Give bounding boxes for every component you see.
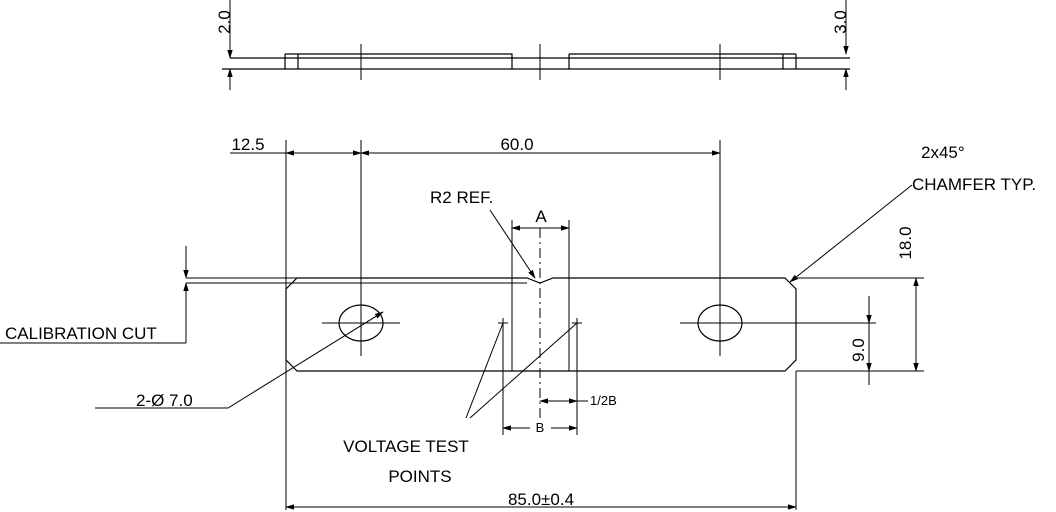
voltage-leader-a <box>465 322 504 419</box>
calibration-cut-line <box>186 277 527 284</box>
voltage-label-line1: VOLTAGE TEST <box>343 437 469 456</box>
dim-9-0-label: 9.0 <box>849 338 868 362</box>
chamfer-size-label: 2x45° <box>921 143 965 162</box>
dim-60-0-label: 60.0 <box>500 135 533 154</box>
voltage-label-line2: POINTS <box>388 467 451 486</box>
dim-12-5-label: 12.5 <box>231 135 264 154</box>
chamfer-note-label: CHAMFER TYP. <box>912 175 1036 194</box>
hole-centerlines <box>322 290 876 356</box>
dim-a-label: A <box>535 207 547 226</box>
side-view-centerlines <box>360 44 721 80</box>
dim-3-0-label: 3.0 <box>831 10 850 34</box>
r2-ref-label: R2 REF. <box>430 188 493 207</box>
side-view-plate <box>222 53 850 70</box>
dim-18-0-label: 18.0 <box>896 226 915 259</box>
dim-overall-label: 85.0±0.4 <box>508 490 574 509</box>
extension-lines <box>285 140 797 510</box>
calibration-cut-label: CALIBRATION CUT <box>5 324 157 343</box>
chamfer-leader <box>789 184 913 283</box>
dim-18-0-ext <box>796 277 924 372</box>
dim-2-0-label: 2.0 <box>215 10 234 34</box>
dim-b-label: B <box>536 420 545 435</box>
slot-lines <box>511 278 570 371</box>
side-view: 2.0 3.0 <box>215 0 850 90</box>
hole-leader <box>95 311 384 409</box>
dim-half-b-label: 1/2B <box>590 393 617 408</box>
hole-diameter-label: 2-Ø 7.0 <box>136 391 193 410</box>
voltage-leader-b <box>469 322 578 419</box>
r2-leader <box>489 209 536 279</box>
top-view: 12.5 60.0 A R2 REF. 2x45° CHAMFER TYP. 1… <box>0 135 1036 510</box>
